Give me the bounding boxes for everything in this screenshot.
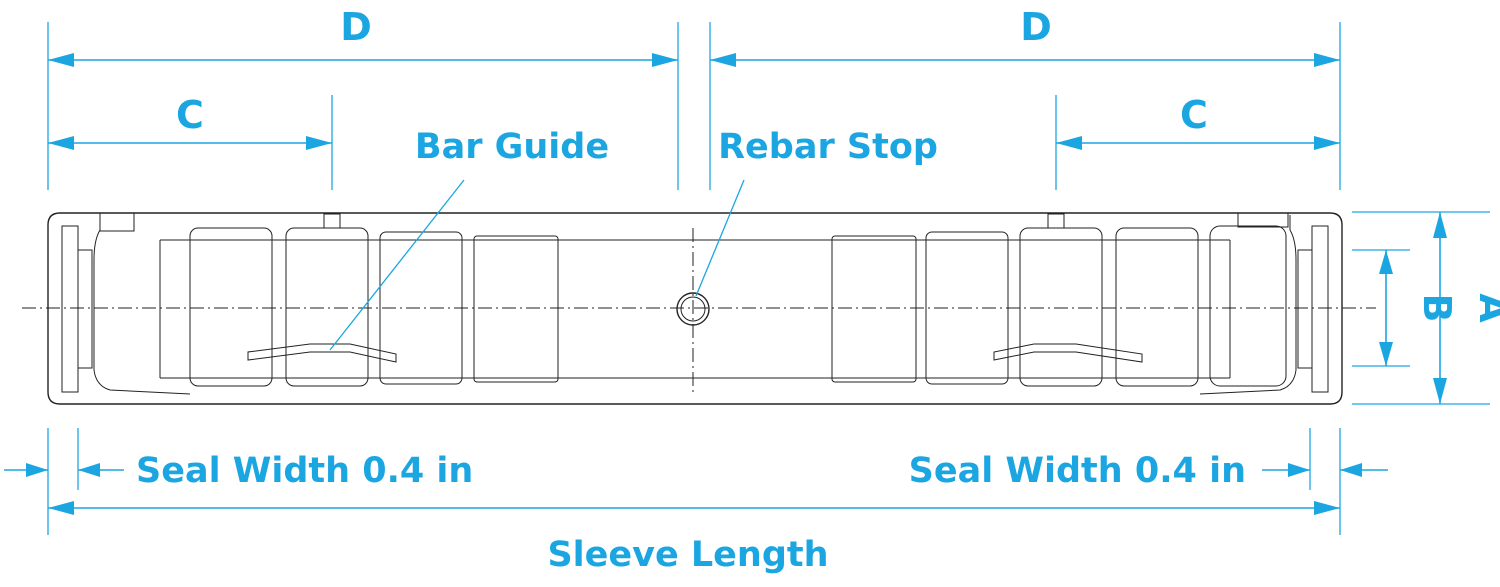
left-body-edge bbox=[93, 215, 191, 395]
dimension-c-right bbox=[1056, 136, 1340, 150]
rebar-stop-inner bbox=[680, 296, 706, 322]
label-d-right: D bbox=[1020, 5, 1052, 49]
dimension-c-left bbox=[48, 136, 332, 150]
arrow-left-icon bbox=[1056, 136, 1082, 150]
dimension-a bbox=[1433, 212, 1447, 404]
arrow-left-icon bbox=[48, 501, 74, 515]
right-tab bbox=[1237, 212, 1289, 228]
label-dim-b: B bbox=[1415, 294, 1459, 323]
label-bar-guide: Bar Guide bbox=[415, 127, 609, 167]
arrow-up-icon bbox=[1433, 212, 1447, 238]
arrow-left-icon bbox=[48, 136, 74, 150]
arrow-left-icon bbox=[710, 53, 736, 67]
bar-guide-right bbox=[993, 343, 1143, 363]
label-seal-width-left: Seal Width 0.4 in bbox=[136, 451, 473, 491]
arrow-left-icon bbox=[1340, 463, 1362, 477]
arrow-right-icon bbox=[1288, 463, 1310, 477]
arrow-right-icon bbox=[306, 136, 332, 150]
arrow-right-icon bbox=[1314, 501, 1340, 515]
arrow-up-icon bbox=[1379, 250, 1393, 274]
right-cap bbox=[1297, 249, 1313, 369]
label-rebar-stop: Rebar Stop bbox=[718, 127, 938, 167]
left-tab bbox=[99, 212, 135, 232]
arrow-down-icon bbox=[1433, 378, 1447, 404]
dimension-d-left bbox=[48, 53, 678, 67]
arrow-left-icon bbox=[78, 463, 100, 477]
arrow-right-icon bbox=[26, 463, 48, 477]
bar-guide-left bbox=[247, 343, 397, 363]
top-peg bbox=[323, 213, 341, 229]
rebar-stop-leader bbox=[695, 179, 745, 297]
sleeve-body bbox=[22, 212, 1376, 405]
right-body-edge bbox=[1199, 215, 1297, 395]
window bbox=[1209, 225, 1287, 387]
label-seal-width-right: Seal Width 0.4 in bbox=[909, 451, 1246, 491]
left-cap bbox=[77, 249, 93, 369]
label-sleeve-length: Sleeve Length bbox=[547, 535, 828, 575]
window bbox=[473, 235, 559, 383]
dimension-d-right bbox=[710, 53, 1340, 67]
label-c-right: C bbox=[1180, 93, 1208, 137]
arrow-left-icon bbox=[48, 53, 74, 67]
bar-guide-leader bbox=[329, 179, 465, 351]
dimension-sleeve-length bbox=[48, 501, 1340, 515]
dimension-seal-left bbox=[4, 463, 124, 477]
arrow-right-icon bbox=[1314, 136, 1340, 150]
label-d-left: D bbox=[340, 5, 372, 49]
dimension-b bbox=[1379, 250, 1393, 366]
window bbox=[831, 235, 917, 383]
label-c-left: C bbox=[176, 93, 204, 137]
window bbox=[189, 227, 273, 387]
dimension-seal-right bbox=[1262, 463, 1388, 477]
label-dim-a: A bbox=[1471, 293, 1500, 323]
window bbox=[1115, 227, 1199, 387]
top-peg bbox=[1047, 213, 1065, 229]
arrow-right-icon bbox=[652, 53, 678, 67]
arrow-right-icon bbox=[1314, 53, 1340, 67]
arrow-down-icon bbox=[1379, 342, 1393, 366]
